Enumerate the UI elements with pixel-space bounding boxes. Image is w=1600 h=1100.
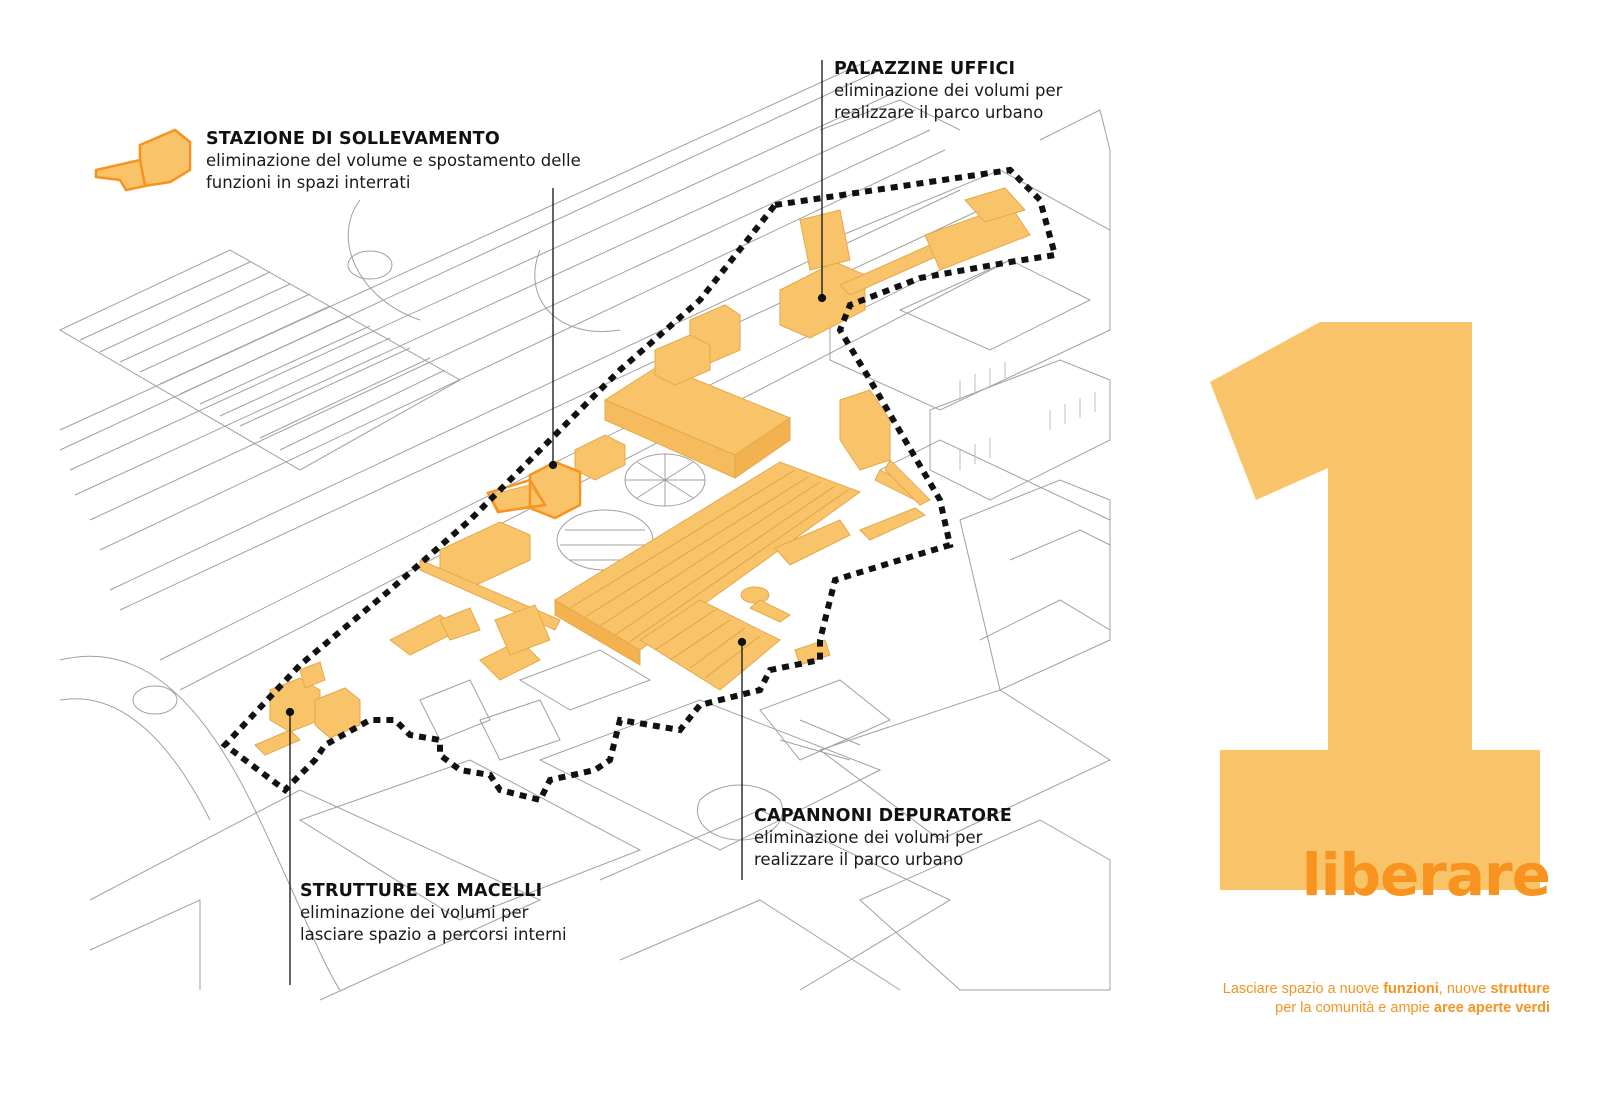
leader-lines [285, 60, 827, 985]
label-desc-line: eliminazione dei volumi per [754, 828, 983, 847]
label-desc-line: eliminazione dei volumi per [834, 81, 1063, 100]
tagline-line-1: Lasciare spazio a nuove funzioni, nuove … [1120, 980, 1550, 999]
tagline-text: per la comunità e ampie [1275, 1000, 1434, 1016]
label-desc-line: eliminazione dei volumi per [300, 903, 529, 922]
label-title: STRUTTURE EX MACELLI [300, 881, 543, 901]
tagline-text: Lasciare spazio a nuove [1222, 981, 1384, 997]
label-desc-line: realizzare il parco urbano [754, 850, 964, 869]
tagline-emphasis: strutture [1490, 981, 1550, 997]
label-title: STAZIONE DI SOLLEVAMENTO [206, 129, 500, 149]
tagline: Lasciare spazio a nuove funzioni, nuove … [1120, 980, 1550, 1018]
highlighted-volumes [254, 187, 1031, 756]
label-capannoni-depuratore: CAPANNONI DEPURATORE eliminazione dei vo… [754, 805, 1054, 871]
label-desc-line: eliminazione del volume e spostamento de… [206, 151, 581, 170]
label-desc-line: lasciare spazio a percorsi interni [300, 925, 567, 944]
tagline-emphasis: funzioni [1383, 981, 1439, 997]
label-desc-line: funzioni in spazi interrati [206, 173, 411, 192]
label-desc-line: realizzare il parco urbano [834, 103, 1044, 122]
big-number-one: 1 [1210, 322, 1540, 890]
stazione-legend-icon [94, 128, 192, 192]
tagline-line-2: per la comunità e ampie aree aperte verd… [1120, 999, 1550, 1018]
hero-word: liberare [1301, 841, 1551, 909]
label-strutture-ex-macelli: STRUTTURE EX MACELLI eliminazione dei vo… [300, 880, 640, 946]
project-boundary [220, 166, 1059, 804]
label-stazione-di-sollevamento: STAZIONE DI SOLLEVAMENTO eliminazione de… [206, 128, 666, 194]
tagline-emphasis: aree aperte verdi [1433, 1000, 1550, 1016]
label-palazzine-uffici: PALAZZINE UFFICI eliminazione dei volumi… [834, 58, 1134, 124]
label-title: PALAZZINE UFFICI [834, 59, 1016, 79]
label-title: CAPANNONI DEPURATORE [754, 806, 1012, 826]
tagline-text: , nuove [1438, 981, 1491, 997]
